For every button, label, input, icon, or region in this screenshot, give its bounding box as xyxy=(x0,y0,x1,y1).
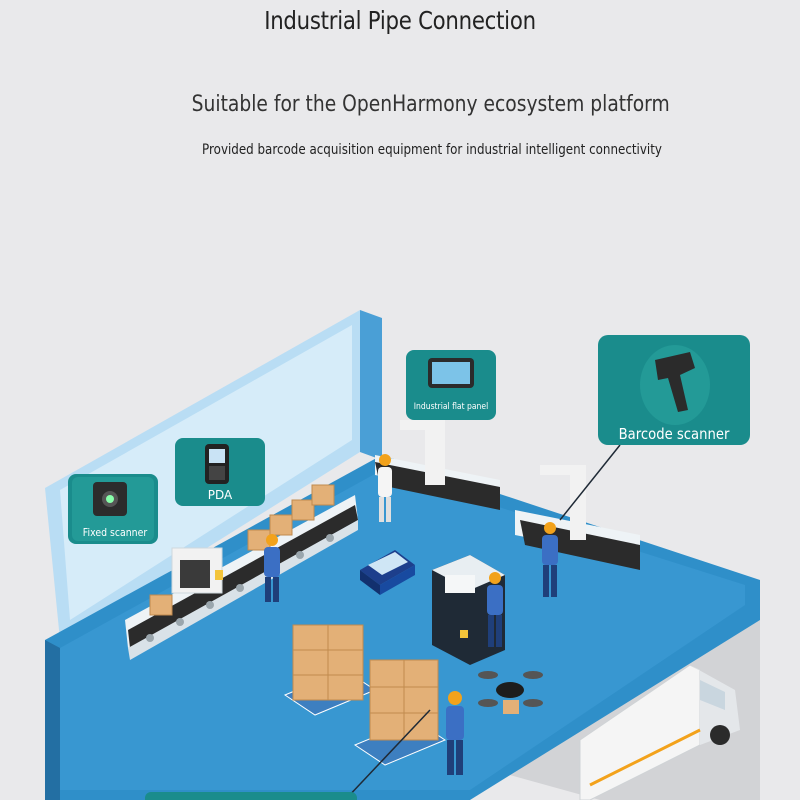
floor-edge-left xyxy=(45,640,60,800)
fixed-scanner-label: Fixed scanner xyxy=(82,526,148,539)
boxes-left xyxy=(149,484,335,616)
barcode-scanner-icon xyxy=(655,352,695,412)
scanner-connector xyxy=(559,444,621,521)
worker-1 xyxy=(264,534,280,602)
barcode-scanner-card xyxy=(598,335,750,445)
page-title: Industrial Pipe Connection xyxy=(264,6,536,35)
back-wall-edge xyxy=(360,310,382,460)
page-description: Provided barcode acquisition equipment f… xyxy=(202,142,662,158)
conveyor-left xyxy=(125,495,358,660)
worker-5 xyxy=(446,691,464,775)
bottom-card xyxy=(145,792,357,800)
page-subtitle: Suitable for the OpenHarmony ecosystem p… xyxy=(191,92,670,117)
central-machine xyxy=(432,555,505,665)
worker-2 xyxy=(378,454,392,522)
pda-label: PDA xyxy=(207,488,233,502)
fixed-scanner-icon xyxy=(93,482,127,516)
drone xyxy=(478,671,543,714)
agv-robot xyxy=(360,550,415,595)
pallet-left xyxy=(283,624,377,716)
fixed-scanner-card xyxy=(68,474,158,544)
bottom-connector xyxy=(344,709,431,800)
worker-3 xyxy=(542,522,558,597)
delivery-truck xyxy=(579,664,740,800)
barcode-scanner-label: Barcode scanner xyxy=(618,425,730,443)
pda-icon xyxy=(205,444,229,484)
conveyor-back xyxy=(375,420,500,510)
worker-4 xyxy=(487,572,503,647)
flat-panel-label: Industrial flat panel xyxy=(413,402,489,412)
pda-card xyxy=(175,438,265,506)
tablet-icon xyxy=(428,358,474,388)
flat-panel-card xyxy=(406,350,496,420)
